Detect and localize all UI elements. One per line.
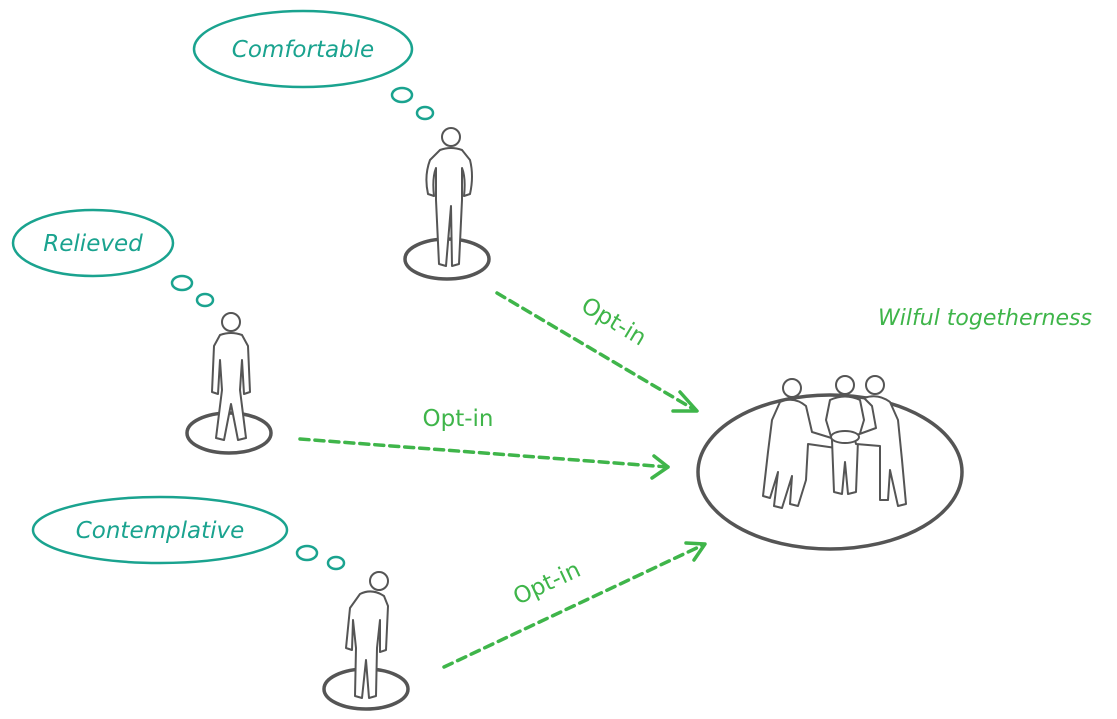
- thought-label-relieved: Relieved: [43, 231, 143, 257]
- group-label: Wilful togetherness: [878, 306, 1092, 331]
- person-comfortable-icon: [403, 127, 491, 281]
- thought-bubble-comfortable: Comfortable: [192, 9, 435, 121]
- thought-label-contemplative: Contemplative: [76, 518, 245, 544]
- person-relieved-icon: [185, 312, 273, 455]
- person-contemplative-icon: [322, 571, 410, 711]
- opt-in-arrow-top: Opt-in: [495, 291, 699, 413]
- thought-bubble-contemplative: Contemplative: [31, 495, 346, 571]
- opt-in-label-middle: Opt-in: [423, 406, 494, 432]
- group-togetherness-icon: [696, 375, 964, 551]
- opt-in-label-bottom: Opt-in: [509, 557, 584, 611]
- opt-in-arrow-bottom: Opt-in: [442, 541, 707, 669]
- opt-in-arrow-middle: Opt-in: [298, 406, 670, 480]
- opt-in-label-top: Opt-in: [576, 293, 650, 352]
- thought-label-comfortable: Comfortable: [232, 37, 374, 63]
- thought-bubble-relieved: Relieved: [11, 208, 215, 308]
